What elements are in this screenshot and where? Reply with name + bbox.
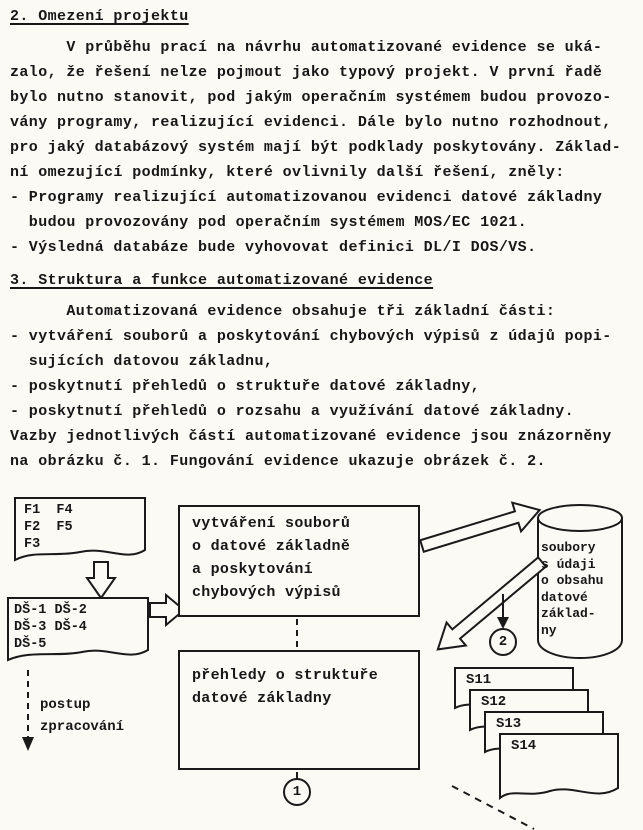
- process-flow-arrowhead-icon: [22, 737, 34, 751]
- section-2-paragraph: V průběhu prací na návrhu automatizované…: [10, 39, 622, 181]
- section-3-heading: 3. Struktura a funkce automatizované evi…: [10, 272, 434, 289]
- sheet-s13-label: S13: [496, 716, 522, 732]
- sheet-s14-label: S14: [511, 738, 537, 754]
- diagram-canvas: [7, 497, 623, 830]
- process-box-structure-reports: přehledy o struktuře datové základny: [178, 650, 420, 770]
- process-box-create-files: vytváření souborů o datové základně a po…: [178, 505, 420, 617]
- section-2-heading: 2. Omezení projektu: [10, 8, 189, 25]
- section-3-closing: Vazby jednotlivých částí automatizované …: [10, 428, 612, 470]
- arrow-right-icon: [149, 592, 186, 628]
- arrow-box-to-datastore-icon: [418, 501, 542, 553]
- process-flow-label: postup zpracování: [40, 697, 125, 735]
- datastore-cylinder-top: [537, 504, 623, 532]
- doc-f-label: F1 F4 F2 F5 F3: [24, 503, 73, 552]
- connector-circle-2: 2: [489, 628, 517, 656]
- process-box-structure-reports-label: přehledy o struktuře datové základny: [192, 667, 379, 707]
- doc-ds-shape: [7, 597, 149, 662]
- process-box-create-files-label: vytváření souborů o datové základně a po…: [192, 515, 351, 601]
- datastore-label: soubory s údaji o obsahu datové základ- …: [541, 540, 604, 638]
- sheet-s14-shape: [499, 733, 619, 801]
- sheet-s12-label: S12: [481, 694, 507, 710]
- connector-circle-1: 1: [283, 778, 311, 806]
- flow-diagram: F1 F4 F2 F5 F3 DŠ-1 DŠ-2 DŠ-3 DŠ-4 DŠ-5 …: [0, 488, 643, 830]
- arrow-datastore-to-box-icon: [436, 555, 548, 651]
- circle2-arrowhead-icon: [497, 617, 509, 629]
- arrow-down-icon: [85, 561, 117, 600]
- section-3-intro: Automatizovaná evidence obsahuje tři zák…: [10, 303, 556, 320]
- doc-ds-label: DŠ-1 DŠ-2 DŠ-3 DŠ-4 DŠ-5: [14, 603, 87, 652]
- section-2-bullet-list: - Programy realizující automatizovanou e…: [10, 189, 603, 256]
- datastore-cylinder-shape: [537, 517, 623, 660]
- sheet-s11-label: S11: [466, 672, 492, 688]
- doc-f-shape: [14, 497, 146, 562]
- text-column: 2. Omezení projektu V průběhu prací na n…: [10, 8, 622, 470]
- section-3-bullet-list: - vytváření souborů a poskytování chybov…: [10, 328, 612, 420]
- stack-dashed-connector: [451, 785, 535, 830]
